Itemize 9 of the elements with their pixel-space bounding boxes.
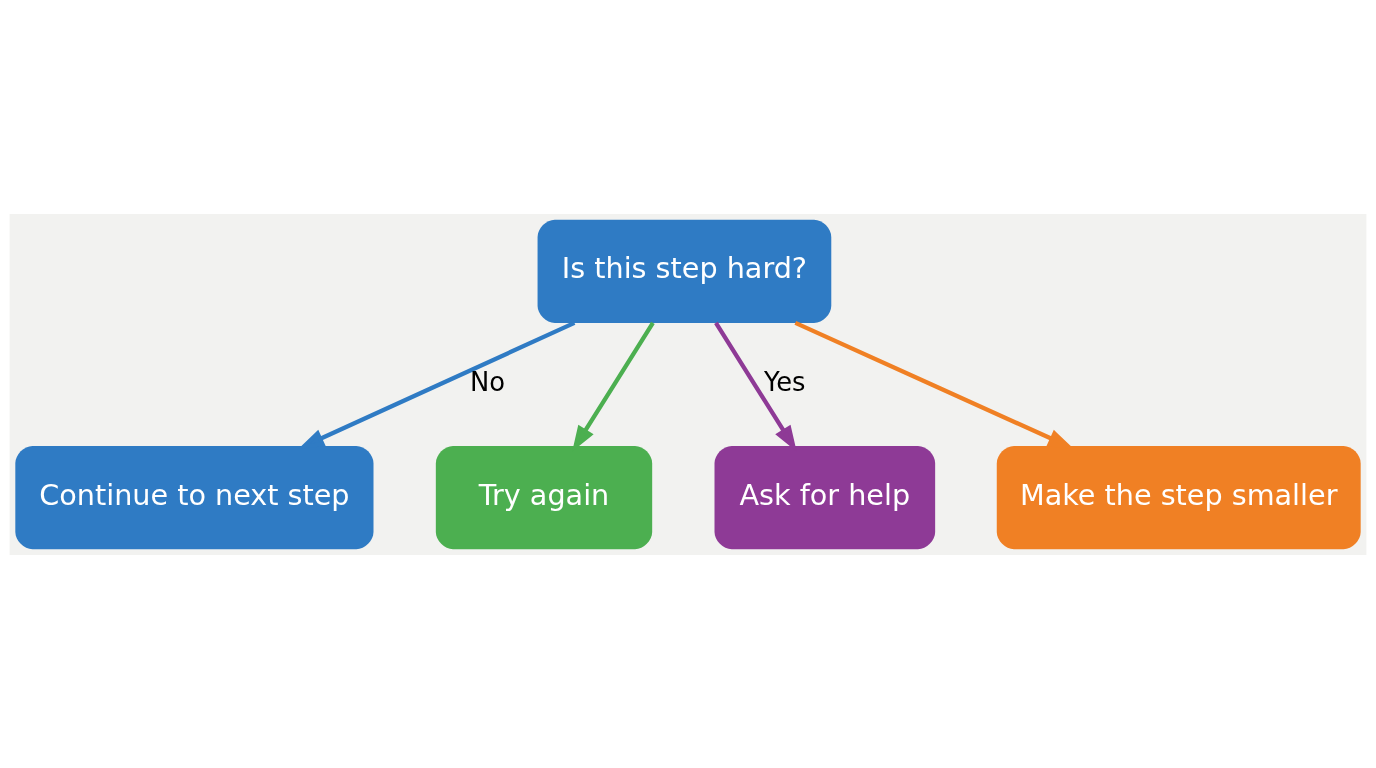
arrow	[794, 320, 1074, 449]
node-box: Make the step smaller	[996, 445, 1361, 549]
node-box: Ask for help	[714, 445, 936, 549]
edge-label: No	[469, 366, 505, 397]
edge-label: Yes	[763, 366, 806, 397]
node-box: Try again	[435, 445, 653, 549]
node-box: Is this step hard?	[537, 219, 832, 323]
arrow	[298, 320, 576, 449]
node-box: Continue to next step	[15, 445, 374, 549]
